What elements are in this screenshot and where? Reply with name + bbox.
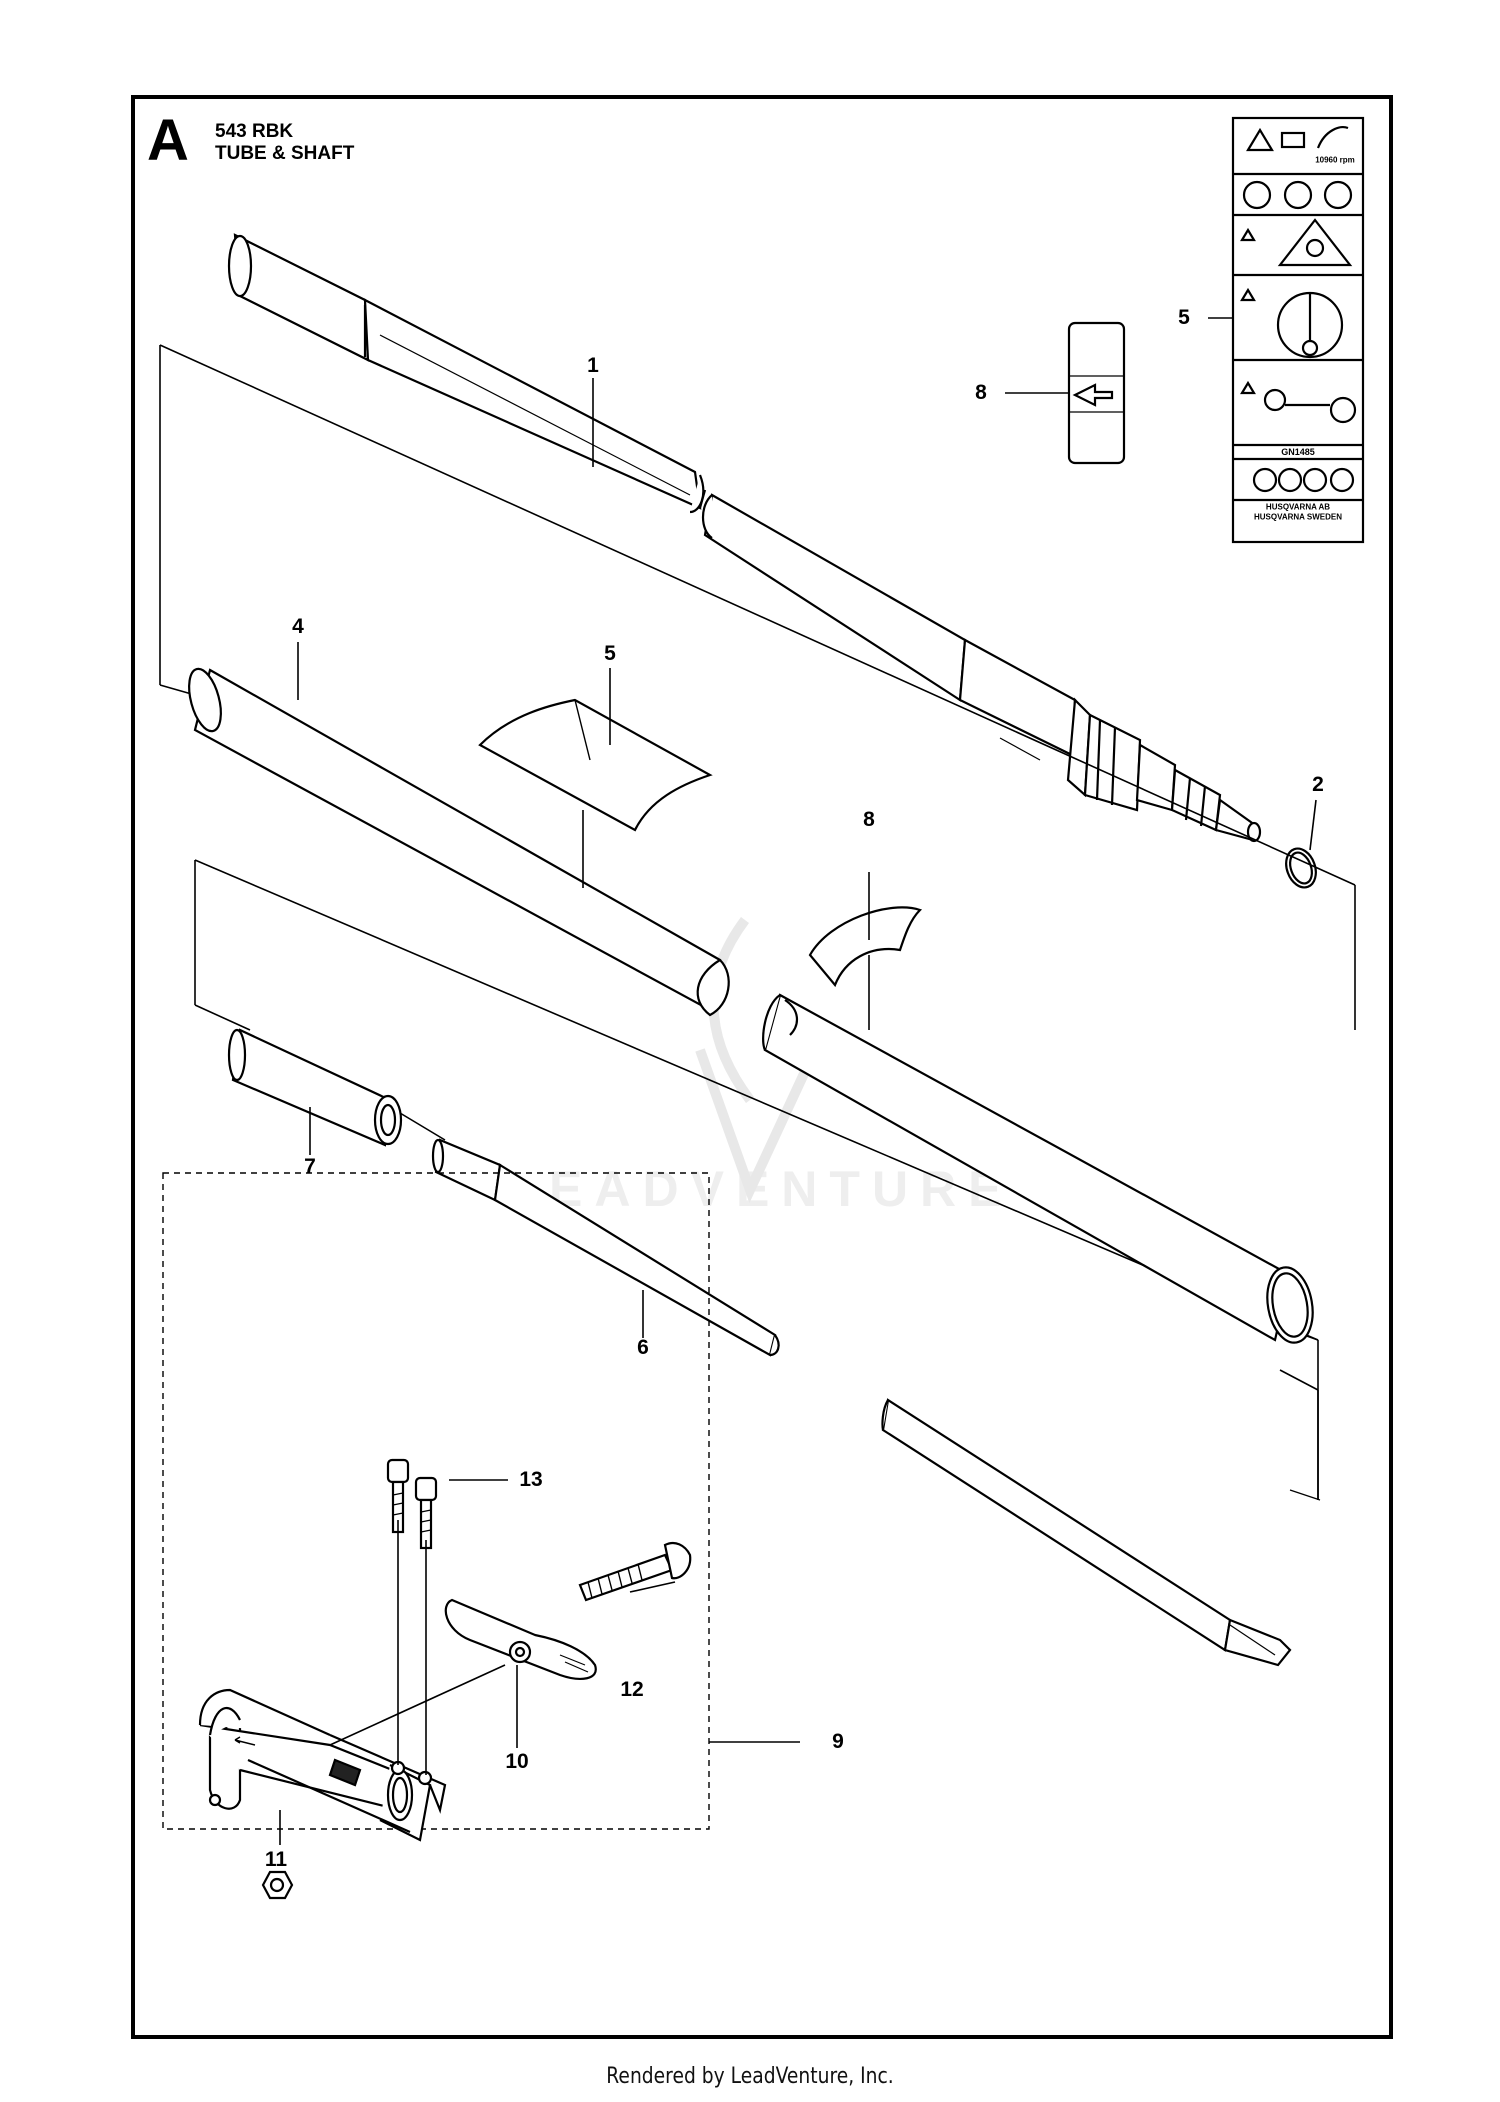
leader-lines [279,317,1317,1845]
part-10-knob [444,1598,597,1680]
part-6-inner-shaft [431,1138,1292,1667]
callout-4: 4 [292,615,304,638]
section-letter: A [147,108,189,173]
callout-12: 12 [620,1678,644,1701]
decal-rpm: 10960 rpm [1315,155,1355,165]
diagram-frame [131,95,1393,2039]
part-8-curved-clip [808,906,923,988]
part-1-drive-shaft [227,233,1262,843]
decal-address: HUSQVARNA SWEDEN [1253,512,1343,522]
callout-5-sleeve: 5 [604,642,616,665]
kit-boundary-box [162,1172,710,1830]
model-title: 543 RBK TUBE & SHAFT [215,121,354,165]
callout-10: 10 [505,1750,529,1773]
part-11-nut [261,1870,294,1900]
part-12-bolt [578,1541,692,1602]
part-7-bushing [227,1028,403,1147]
callout-8-clip: 8 [863,808,875,831]
part-13-screws [386,1458,438,1550]
part-2-o-ring [1285,847,1317,889]
callout-6: 6 [637,1336,649,1359]
callout-5-label: 5 [1178,306,1190,329]
model-name: 543 RBK [215,121,294,142]
part-8-arrow-decal [1067,321,1126,465]
callout-11: 11 [264,1848,288,1871]
part-5-label-sleeve [478,698,713,832]
callout-9: 9 [832,1730,844,1753]
part-9-clamp-housing [198,1688,447,1842]
callout-7: 7 [304,1155,316,1178]
callout-1: 1 [587,354,599,377]
callout-13: 13 [519,1468,543,1491]
callout-2: 2 [1312,773,1324,796]
decal-code: GN1485 [1281,447,1315,457]
decal-maker: HUSQVARNA AB [1265,502,1331,512]
assembly-title: TUBE & SHAFT [215,142,355,164]
callout-8-decal: 8 [975,381,987,404]
footer-credit: Rendered by LeadVenture, Inc. [606,2064,894,2089]
alignment-lines [159,344,1356,1501]
part-5-warning-label [1231,116,1365,544]
part-4-outer-tube [188,667,1314,1344]
